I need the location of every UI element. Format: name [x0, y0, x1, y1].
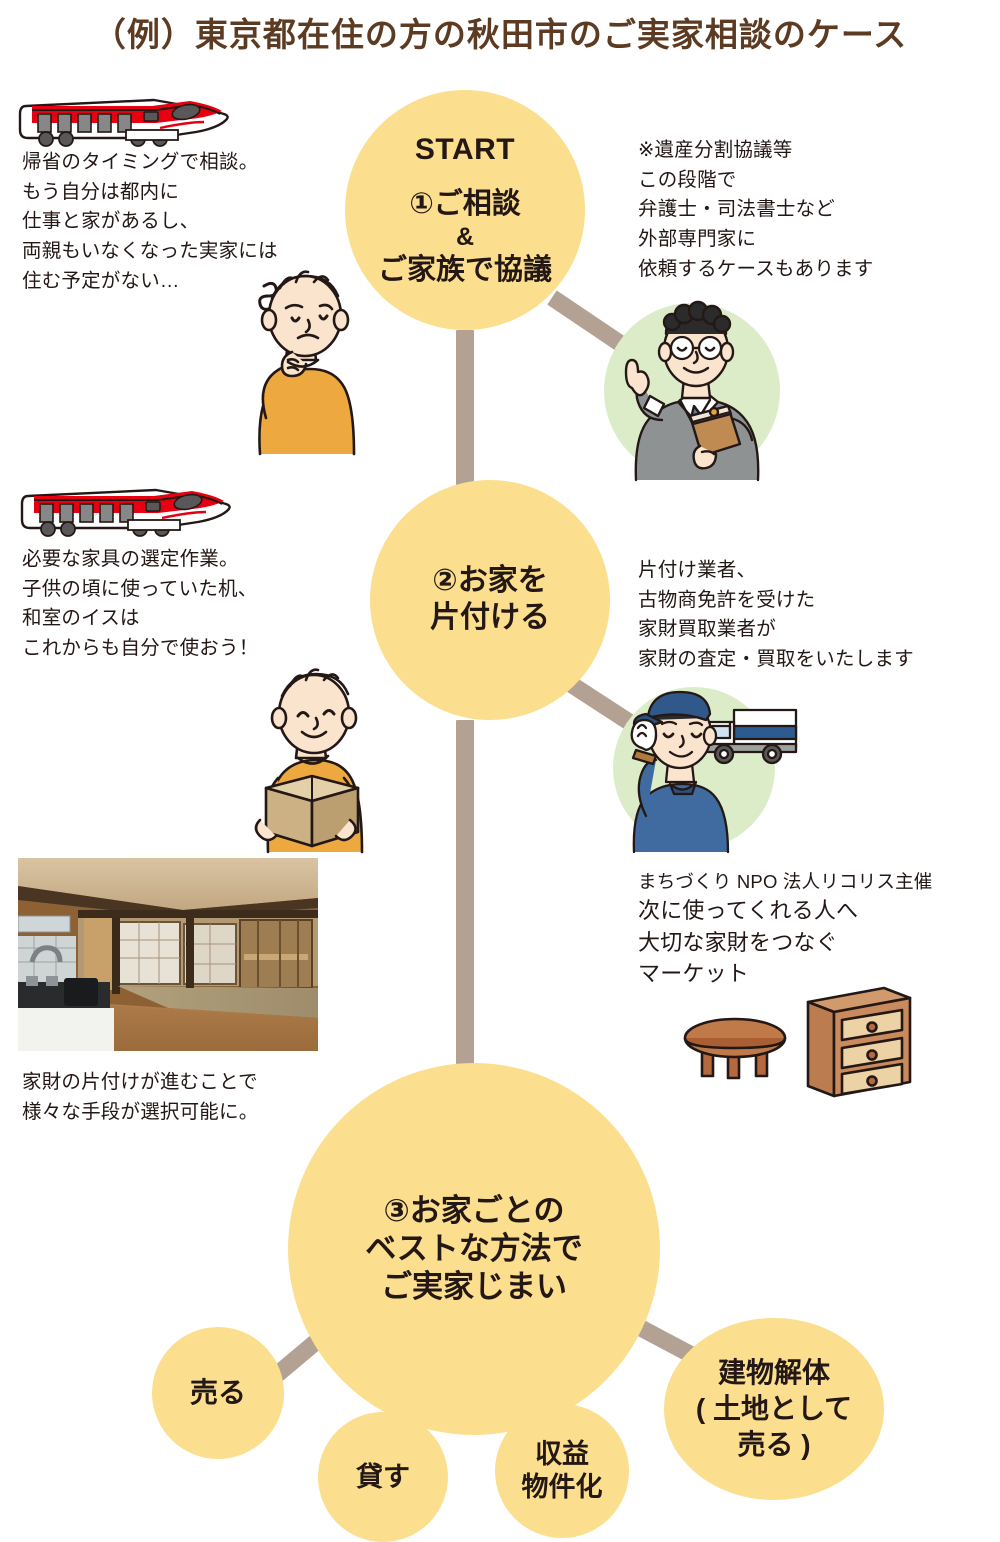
step-1-circle[interactable]: START ①ご相談 & ご家族で協議	[345, 90, 585, 330]
step-2-line-1: ②お家を	[432, 564, 548, 598]
outcome-demolish-line-2: ( 土地として	[695, 1393, 853, 1425]
outcome-demolish-line-1: 建物解体	[717, 1357, 830, 1389]
mover-with-truck-illustration	[612, 686, 802, 854]
round-table-icon	[680, 1008, 790, 1086]
shinkansen-train-icon	[16, 478, 231, 540]
outcome-income-line-1: 収益	[535, 1439, 589, 1470]
step-1-line-2: &	[455, 223, 475, 252]
step-3-line-3: ご実家じまい	[381, 1268, 567, 1304]
step-1-line-1: ①ご相談	[409, 187, 521, 220]
outcome-income-line-2: 物件化	[521, 1472, 603, 1502]
note-right-step1: ※遺産分割協議等 この段階で 弁護士・司法書士など 外部専門家に 依頼するケース…	[638, 139, 874, 280]
photo-caption: 家財の片付けが進むことで 様々な手段が選択可能に。	[22, 1071, 259, 1123]
step-1-line-3: ご家族で協議	[377, 253, 552, 286]
empty-japanese-house-photo	[18, 858, 318, 1051]
lawyer-advisor-illustration	[610, 300, 780, 482]
thinking-man-illustration	[230, 268, 380, 458]
step-1-start-badge: START	[414, 133, 516, 167]
connector-step1-to-step2	[456, 330, 474, 520]
outcome-rent-circle[interactable]: 貸す	[318, 1412, 448, 1542]
market-header: まちづくり NPO 法人リコリス主催	[638, 871, 933, 892]
step-3-circle[interactable]: ③お家ごとの ベストな方法で ご実家じまい	[288, 1063, 660, 1435]
market-body: 次に使ってくれる人へ 大切な家財をつなぐ マーケット	[638, 898, 859, 987]
note-left-step1: 帰省のタイミングで相談。 もう自分は都内に 仕事と家があるし、 両親もいなくなっ…	[22, 151, 278, 292]
outcome-demolish-circle[interactable]: 建物解体 ( 土地として 売る )	[664, 1318, 884, 1500]
outcome-income-circle[interactable]: 収益 物件化	[495, 1404, 629, 1538]
outcome-sell-circle[interactable]: 売る	[152, 1327, 284, 1459]
outcome-demolish-line-3: 売る )	[737, 1428, 811, 1460]
shinkansen-train-icon	[14, 88, 229, 150]
outcome-sell-label: 売る	[189, 1376, 246, 1408]
connector-step2-to-step3	[456, 720, 474, 1140]
note-right-step2: 片付け業者、 古物商免許を受けた 家財買取業者が 家財の査定・買取をいたします	[638, 559, 914, 670]
outcome-rent-label: 貸す	[356, 1461, 410, 1492]
page-title: （例）東京都在住の方の秋田市のご実家相談のケース	[92, 16, 908, 53]
step-3-line-2: ベストな方法で	[365, 1231, 583, 1267]
step-2-circle[interactable]: ②お家を 片付ける	[370, 480, 610, 720]
drawer-chest-icon	[798, 982, 916, 1100]
note-left-step2: 必要な家具の選定作業。 子供の頃に使っていた机、 和室のイスは これからも自分で…	[22, 548, 259, 659]
man-carrying-box-illustration	[232, 668, 392, 854]
step-2-line-2: 片付ける	[430, 601, 550, 634]
step-3-line-1: ③お家ごとの	[383, 1193, 565, 1229]
